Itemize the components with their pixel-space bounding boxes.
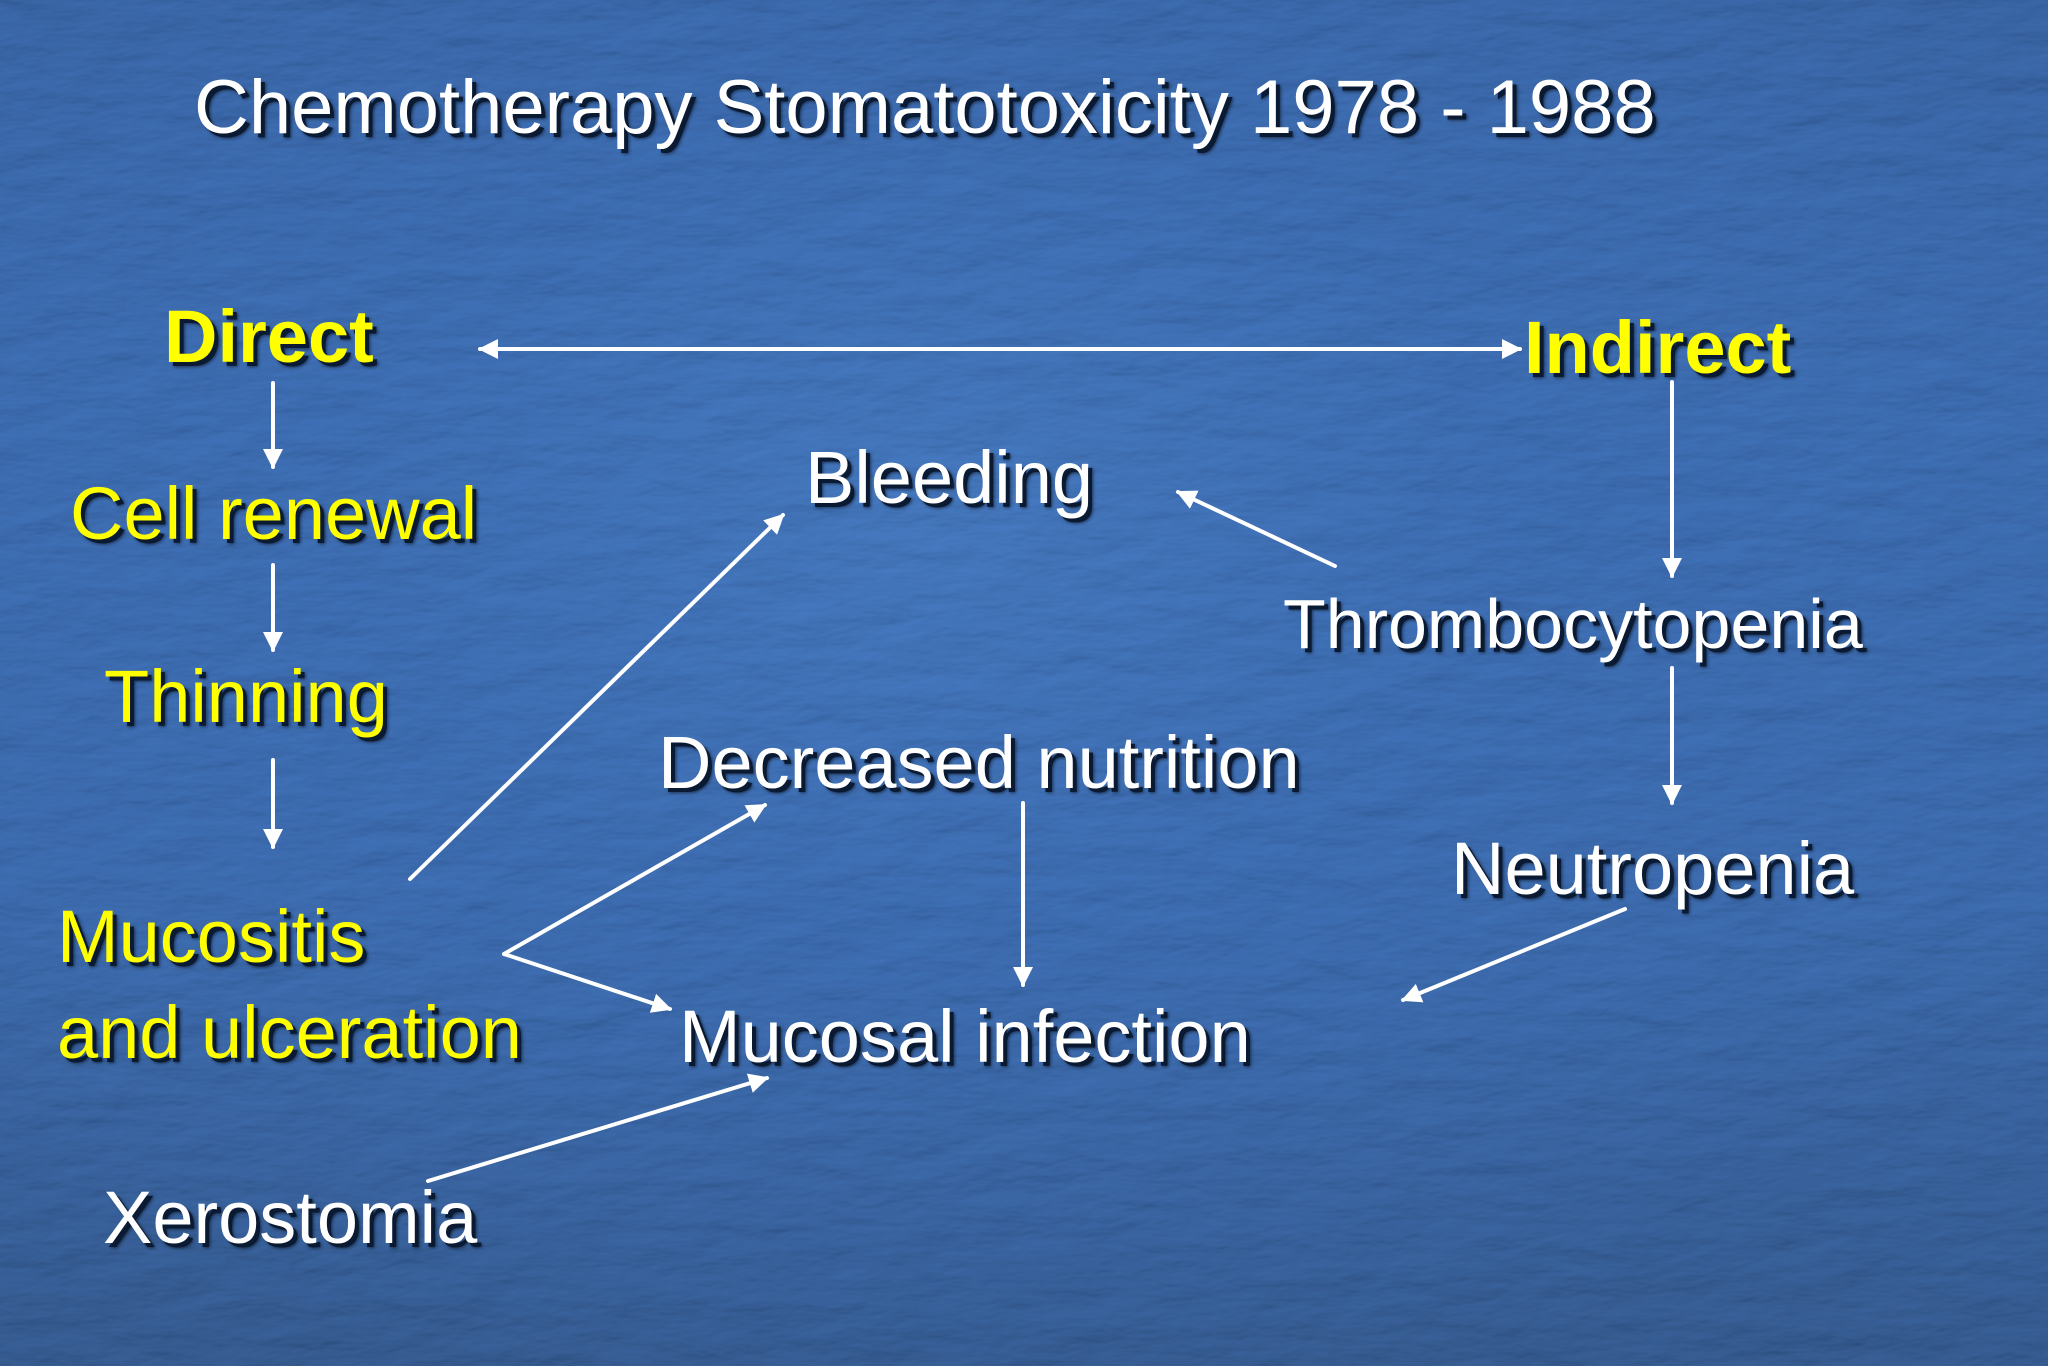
slide-title: Chemotherapy Stomatotoxicity 1978 - 1988	[194, 65, 1656, 150]
arrow-thrombocytopenia-to-bleeding	[1176, 490, 1337, 568]
arrow-xerostomia-to-mucosal-infection	[426, 1073, 769, 1183]
arrow-neutropenia-to-mucosal-infection	[1401, 907, 1627, 1003]
node-direct: Direct	[164, 295, 374, 378]
node-thinning: Thinning	[104, 655, 388, 738]
node-mucosal-infection: Mucosal infection	[679, 995, 1251, 1078]
node-mucositis: Mucositis	[57, 895, 366, 978]
node-indirect: Indirect	[1524, 306, 1792, 389]
arrow-mucositis-to-mucosal-infection	[502, 952, 672, 1013]
arrow-mucositis-to-bleeding	[408, 513, 785, 881]
node-xerostomia: Xerostomia	[103, 1176, 478, 1259]
arrow-mucositis-to-decreased-nutrition	[502, 803, 767, 956]
node-and-ulceration: and ulceration	[57, 991, 522, 1074]
node-neutropenia: Neutropenia	[1451, 827, 1855, 910]
node-cell-renewal: Cell renewal	[70, 472, 478, 555]
node-decreased-nutrition: Decreased nutrition	[658, 721, 1300, 804]
node-thrombocytopenia: Thrombocytopenia	[1283, 585, 1863, 663]
node-bleeding: Bleeding	[805, 436, 1094, 519]
